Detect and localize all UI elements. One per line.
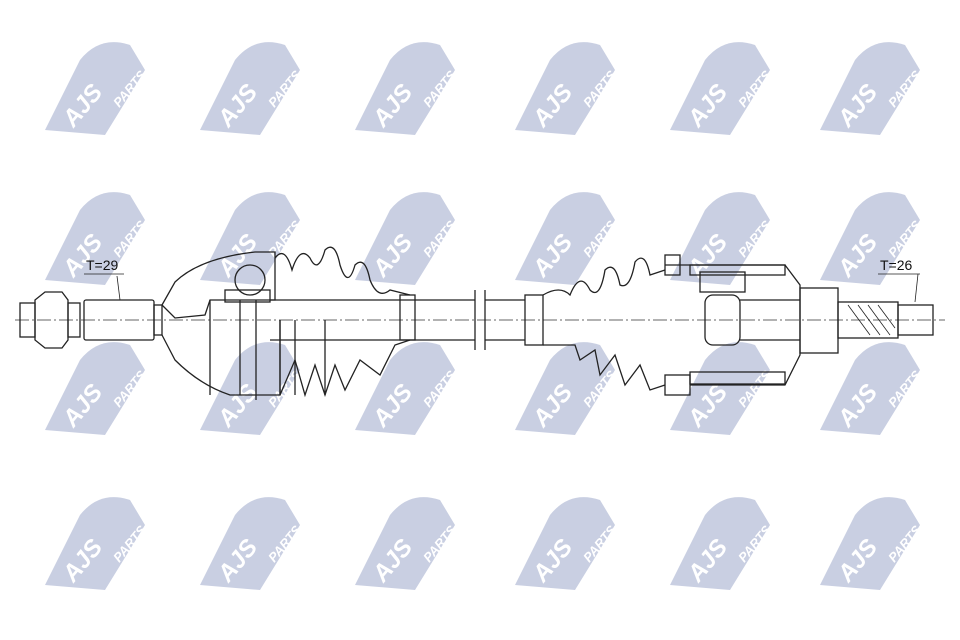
inner-spline-stub: [799, 287, 934, 354]
watermark-logo-shape: [820, 192, 920, 285]
watermark-logo-shape: [355, 342, 455, 435]
outer-cv-joint: [161, 251, 281, 400]
watermark-logo-shape: [515, 497, 615, 590]
watermark-logo-shape: [515, 192, 615, 285]
inner-boot: [524, 254, 691, 396]
watermark-logo-shape: [45, 192, 145, 285]
watermark-logo-shape: [200, 342, 300, 435]
watermark-logo-shape: [820, 42, 920, 136]
inner-tripod-housing: [665, 264, 801, 386]
outer-spline-stub: [83, 299, 163, 341]
watermark-logo-shape: [45, 42, 145, 136]
watermark-logo-shape: [670, 342, 770, 435]
outer-boot: [274, 246, 416, 398]
watermark-logo-shape: [355, 42, 455, 136]
leader-line-right: [914, 273, 919, 303]
watermark-logo-shape: [200, 42, 300, 136]
watermark-logo-shape: [355, 192, 455, 285]
watermark-logo-shape: [820, 342, 920, 435]
right-spline-teeth-label: T=26: [880, 257, 913, 273]
watermark-logo-shape: [820, 497, 920, 590]
watermark-logo-shape: [355, 497, 455, 590]
watermark-logo-shape: [670, 192, 770, 285]
watermark-logo-shape: [515, 342, 615, 435]
watermark-logo-shape: [670, 497, 770, 590]
leader-line-left: [116, 275, 121, 301]
left-hub-nut: [19, 291, 81, 349]
left-spline-teeth-label: T=29: [86, 257, 119, 273]
watermark-logo-shape: [670, 42, 770, 136]
watermark-logo-shape: [200, 192, 300, 285]
watermark-logo-shape: [200, 497, 300, 590]
watermark-logo-shape: [515, 42, 615, 136]
intermediate-shaft: [270, 290, 525, 350]
watermark-logo-shape: [45, 342, 145, 435]
watermark-logo-shape: [45, 497, 145, 590]
